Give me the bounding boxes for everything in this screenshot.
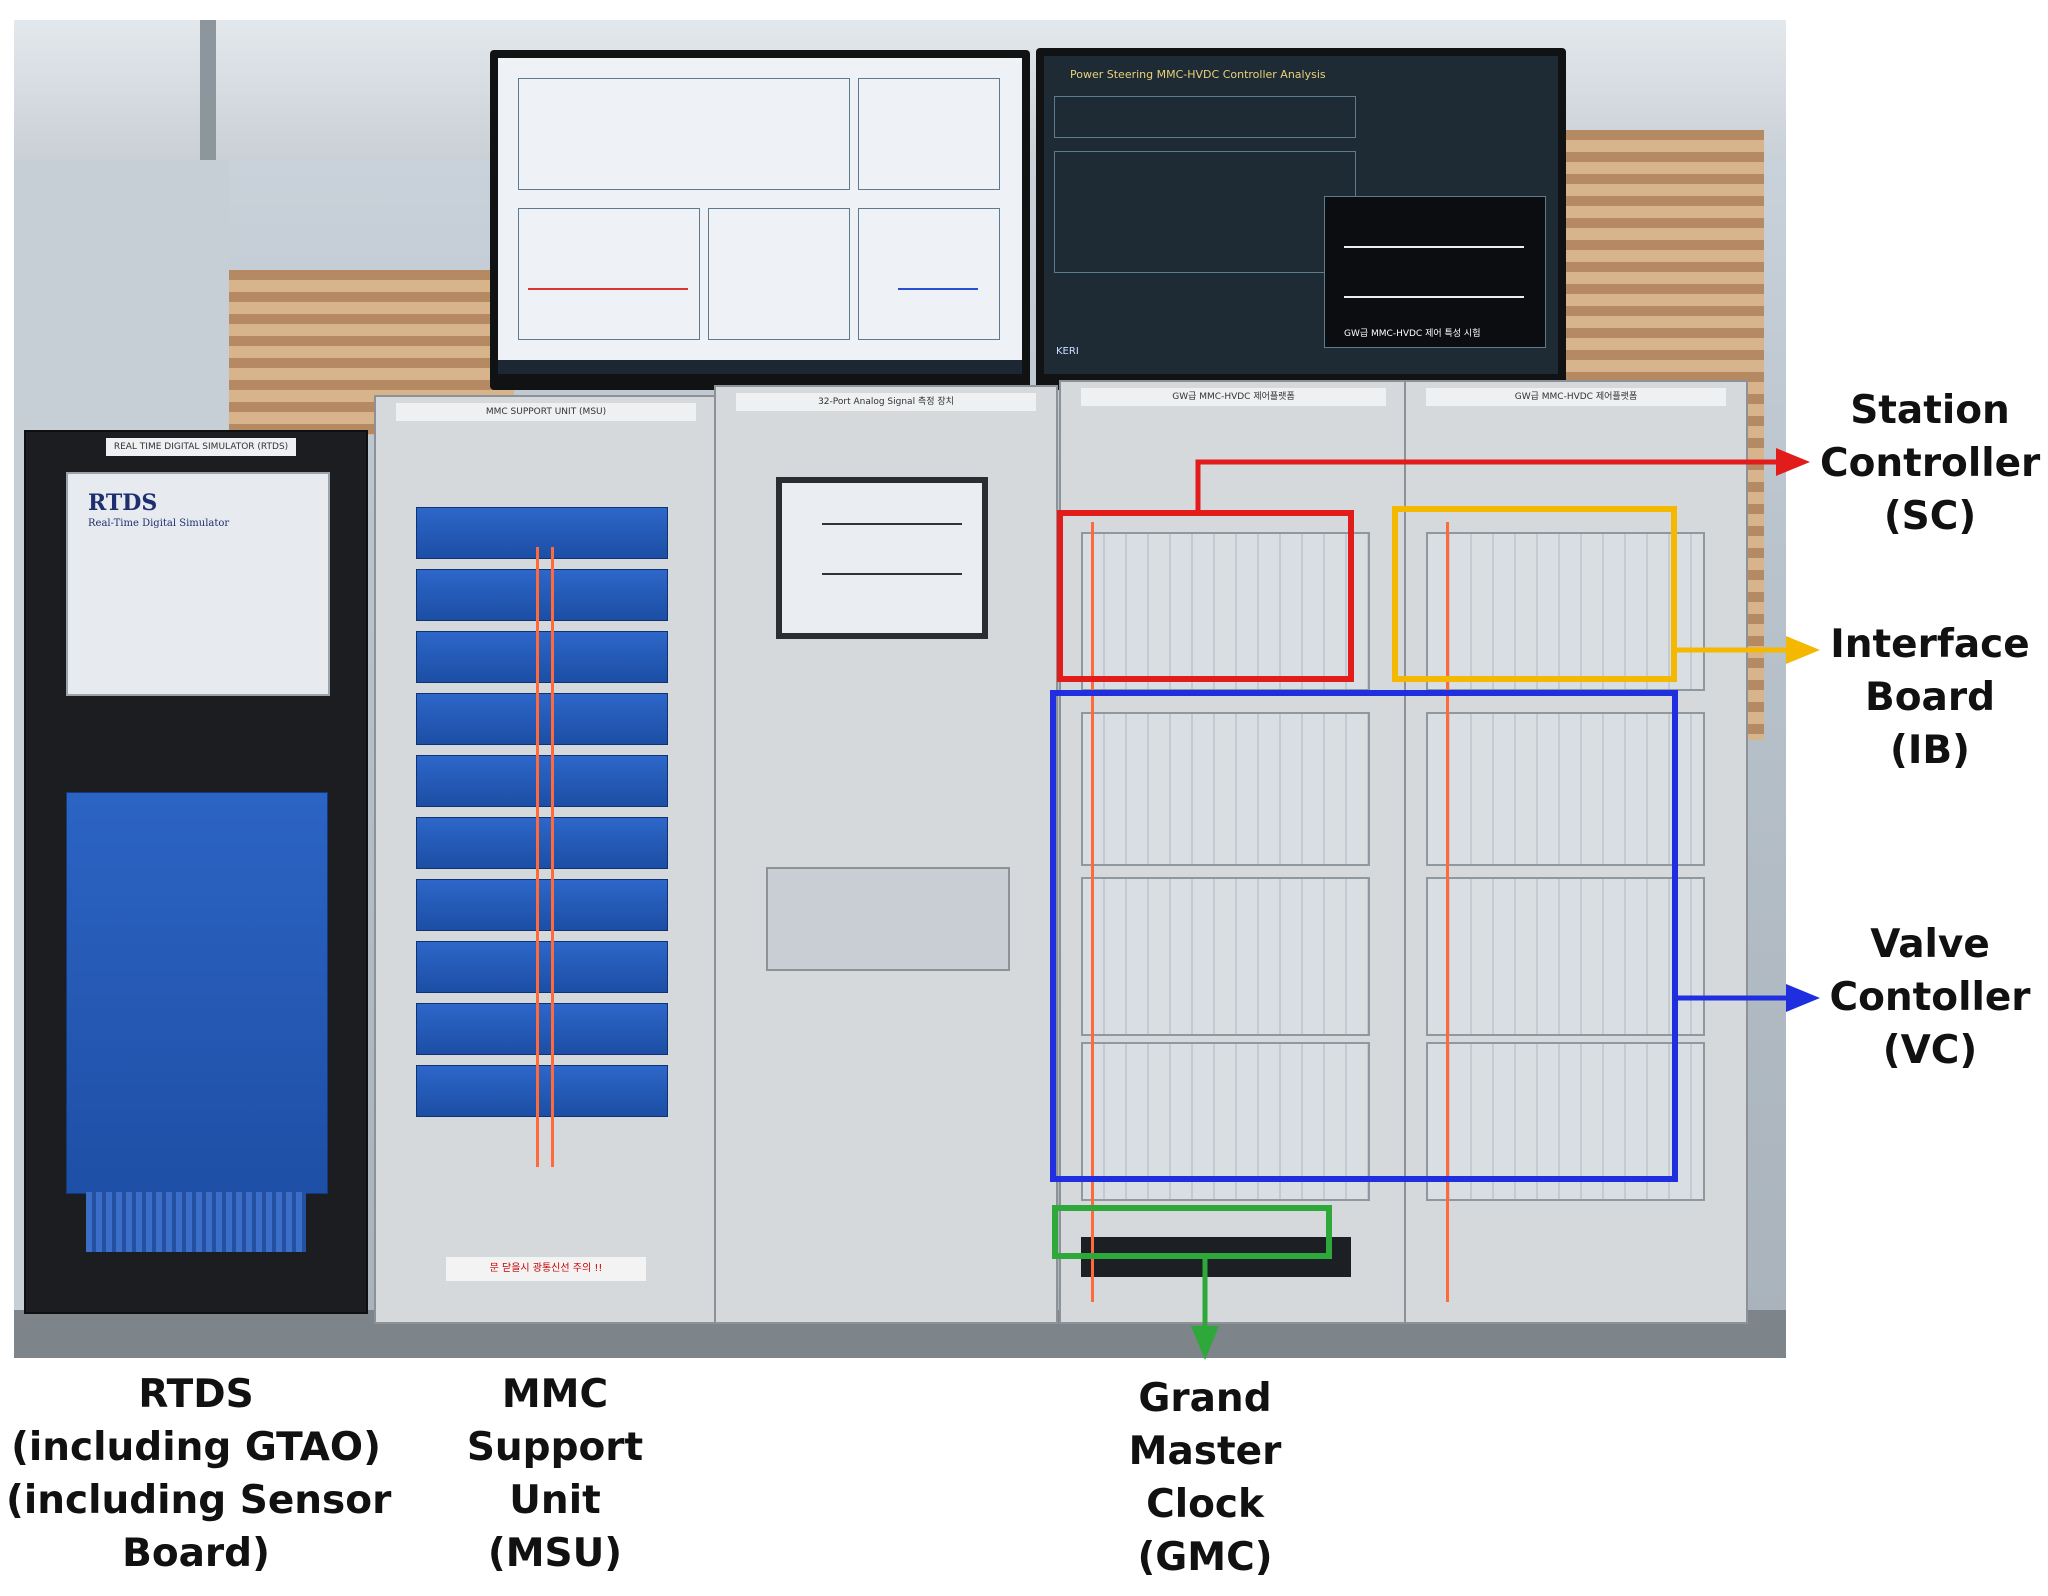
button-row bbox=[1054, 96, 1356, 138]
interface-board-label: Interface Board (IB) bbox=[1820, 618, 2040, 777]
plot-panel bbox=[858, 78, 1000, 190]
valve-controller-label: Valve Contoller (VC) bbox=[1820, 918, 2040, 1077]
gmc-label: Grand Master Clock (GMC) bbox=[1090, 1372, 1320, 1584]
fiber-bundle bbox=[551, 547, 554, 1167]
label-line: RTDS bbox=[138, 1372, 254, 1417]
analog-rack: 32-Port Analog Signal 측정 장치 bbox=[714, 385, 1058, 1324]
left-monitor bbox=[490, 50, 1030, 390]
label-line: Master bbox=[1128, 1429, 1282, 1474]
label-line: (SC) bbox=[1883, 494, 1977, 539]
control-rack-b: GW급 MMC-HVDC 제어플랫폼 bbox=[1404, 380, 1748, 1324]
msu-unit bbox=[416, 507, 668, 559]
fiber-bundle bbox=[1091, 522, 1094, 1302]
label-line: (GMC) bbox=[1137, 1535, 1273, 1580]
rtds-brand: RTDS bbox=[88, 490, 158, 516]
station-controller-highlight bbox=[1057, 510, 1354, 682]
analog-screen bbox=[776, 477, 988, 639]
waveform-inset bbox=[1324, 196, 1546, 348]
rtds-panel: RTDS Real-Time Digital Simulator bbox=[66, 472, 330, 696]
vc-chassis bbox=[1081, 877, 1370, 1036]
ib-arrow-head bbox=[1786, 636, 1820, 664]
waveform bbox=[528, 288, 688, 290]
label-line: Board) bbox=[122, 1531, 270, 1576]
msu-unit bbox=[416, 631, 668, 683]
controller-analysis-title: Power Steering MMC-HVDC Controller Analy… bbox=[1070, 68, 1326, 81]
msu-unit bbox=[416, 1065, 668, 1117]
fiber-bundle bbox=[536, 547, 539, 1167]
waveform bbox=[822, 523, 962, 525]
status-grid bbox=[1054, 151, 1356, 273]
label-line: MMC bbox=[501, 1372, 609, 1417]
label-line: Support bbox=[466, 1425, 644, 1470]
vc-chassis bbox=[1081, 1042, 1370, 1201]
plot-panel bbox=[858, 208, 1000, 340]
label-line: Unit bbox=[509, 1478, 601, 1523]
label-line: Interface bbox=[1830, 622, 2030, 667]
interface-board-highlight bbox=[1392, 506, 1677, 682]
analog-rack-label: 32-Port Analog Signal 측정 장치 bbox=[736, 393, 1036, 411]
control-rack-b-label: GW급 MMC-HVDC 제어플랫폼 bbox=[1426, 388, 1726, 406]
label-line: (MSU) bbox=[487, 1531, 623, 1576]
station-controller-label: Station Controller (SC) bbox=[1820, 384, 2040, 543]
circuit-diagram bbox=[518, 78, 850, 190]
msu-unit bbox=[416, 693, 668, 745]
grand-master-clock-highlight bbox=[1052, 1205, 1332, 1259]
rtds-brand-sub: Real-Time Digital Simulator bbox=[88, 518, 230, 529]
label-line: Controller bbox=[1820, 441, 2041, 486]
analog-input-panel bbox=[766, 867, 1010, 971]
msu-unit bbox=[416, 941, 668, 993]
ib-chassis bbox=[1426, 532, 1705, 691]
left-monitor-screen bbox=[498, 58, 1022, 374]
label-line: Clock bbox=[1146, 1482, 1264, 1527]
msu-rack-label: MMC SUPPORT UNIT (MSU) bbox=[396, 403, 696, 421]
vc-chassis bbox=[1426, 712, 1705, 866]
msu-unit bbox=[416, 755, 668, 807]
plot-panel bbox=[518, 208, 700, 340]
msu-unit bbox=[416, 1003, 668, 1055]
inset-caption: GW급 MMC-HVDC 제어 특성 시험 bbox=[1344, 329, 1481, 339]
label-line: Board bbox=[1865, 675, 1995, 720]
vc-chassis bbox=[1426, 1042, 1705, 1201]
label-line: (IB) bbox=[1890, 728, 1970, 773]
label-line: Grand bbox=[1138, 1376, 1272, 1421]
label-line: Valve bbox=[1870, 922, 1990, 967]
control-rack-a-label: GW급 MMC-HVDC 제어플랫폼 bbox=[1081, 388, 1386, 406]
gtao-panel bbox=[66, 792, 328, 1194]
msu-unit bbox=[416, 569, 668, 621]
taskbar bbox=[498, 360, 1022, 374]
waveform bbox=[898, 288, 978, 290]
waveform bbox=[1344, 246, 1524, 248]
label-line: (VC) bbox=[1882, 1028, 1978, 1073]
waveform bbox=[822, 573, 962, 575]
rtds-rack-label: REAL TIME DIGITAL SIMULATOR (RTDS) bbox=[106, 438, 296, 456]
msu-unit bbox=[416, 817, 668, 869]
rtds-rack: REAL TIME DIGITAL SIMULATOR (RTDS) RTDS … bbox=[24, 430, 368, 1314]
vc-chassis bbox=[1081, 712, 1370, 866]
rtds-vent bbox=[86, 1192, 306, 1252]
label-line: (including Sensor bbox=[6, 1478, 392, 1523]
waveform bbox=[1344, 296, 1524, 298]
vc-chassis bbox=[1426, 877, 1705, 1036]
msu-label: MMC Support Unit (MSU) bbox=[440, 1368, 670, 1580]
label-line: Contoller bbox=[1829, 975, 2031, 1020]
fiber-bundle bbox=[1446, 522, 1449, 1302]
plot-panel bbox=[708, 208, 850, 340]
vc-arrow-head bbox=[1786, 984, 1820, 1012]
warning-sign: 문 닫을시 광통신선 주의 !! bbox=[446, 1257, 646, 1281]
sc-chassis bbox=[1081, 532, 1370, 691]
keri-logo: KERI bbox=[1056, 346, 1079, 357]
right-monitor-screen: Power Steering MMC-HVDC Controller Analy… bbox=[1044, 56, 1558, 374]
rtds-label: RTDS (including GTAO) (including Sensor … bbox=[6, 1368, 392, 1580]
label-line: Station bbox=[1850, 388, 2010, 433]
label-line: (including GTAO) bbox=[11, 1425, 381, 1470]
msu-unit bbox=[416, 879, 668, 931]
msu-rack: MMC SUPPORT UNIT (MSU) 문 닫을시 광통신선 주의 !! bbox=[374, 395, 718, 1324]
valve-controller-highlight bbox=[1050, 690, 1678, 1182]
right-monitor: Power Steering MMC-HVDC Controller Analy… bbox=[1036, 48, 1566, 390]
ceiling-pipe bbox=[200, 20, 216, 200]
